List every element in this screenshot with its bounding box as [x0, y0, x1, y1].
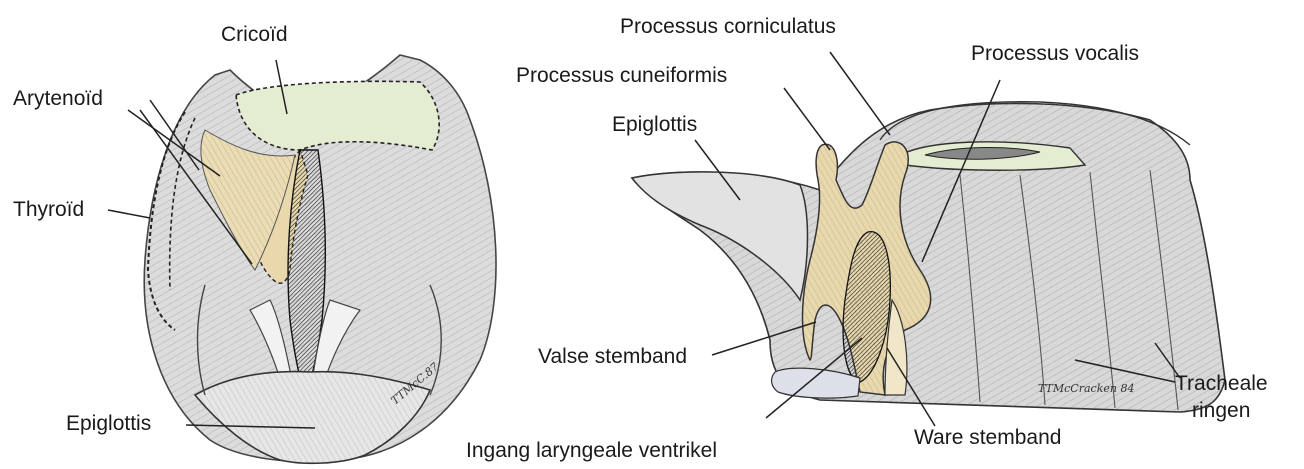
label-processus-cuneiformis: Processus cuneiformis — [516, 64, 727, 88]
leader-processus-cuneiformis — [784, 88, 830, 150]
label-ringen: ringen — [1192, 399, 1250, 423]
label-arytenoid: Arytenoïd — [13, 87, 103, 111]
label-processus-vocalis: Processus vocalis — [971, 42, 1139, 66]
label-processus-corniculatus: Processus corniculatus — [620, 15, 836, 39]
left-larynx-figure — [144, 55, 496, 463]
label-tracheale: Tracheale — [1175, 372, 1268, 396]
label-cricoid: Cricoïd — [221, 23, 288, 47]
cricoid-cartilage — [236, 81, 439, 150]
label-right-epiglottis: Epiglottis — [612, 113, 697, 137]
right-artist-signature: TTMcCracken 84 — [1038, 382, 1134, 395]
label-valse-stemband: Valse stemband — [538, 345, 687, 369]
right-larynx-figure — [632, 102, 1225, 412]
label-ingang-laryngeale-ventrikel: Ingang laryngeale ventrikel — [466, 439, 717, 463]
label-ware-stemband: Ware stemband — [914, 426, 1061, 450]
leader-thyroid — [108, 210, 150, 218]
label-thyroid: Thyroïd — [13, 198, 84, 222]
leader-processus-corniculatus — [830, 52, 890, 135]
label-left-epiglottis: Epiglottis — [66, 412, 151, 436]
